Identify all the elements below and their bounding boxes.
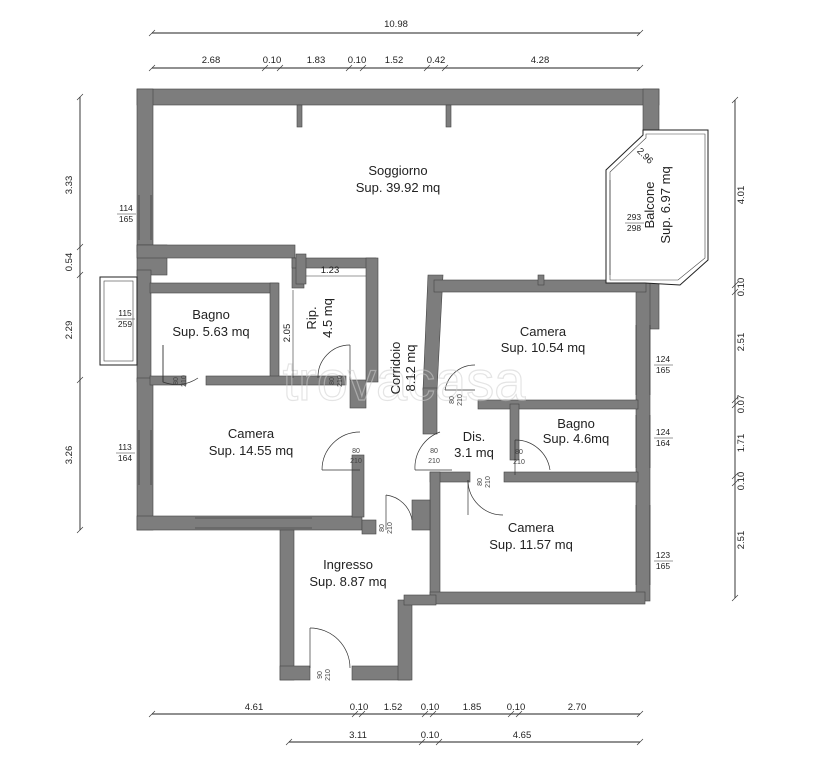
- door-bagno-w: 80: [173, 377, 180, 385]
- watermark: trovacasa: [283, 349, 527, 412]
- door-bagno2-w: 80: [515, 449, 523, 456]
- room-bagno2-name: Bagno: [557, 416, 595, 431]
- win-balcone-top: 293: [627, 212, 641, 222]
- dim-right-2: 0.10: [736, 278, 747, 297]
- dim-right-6: 0.10: [736, 472, 747, 491]
- room-corridoio-name: Corridoio: [388, 342, 403, 395]
- door-ingresso-h: 210: [387, 522, 394, 534]
- window-labels: 114 165 115 259 113 164 293 298 124 165 …: [116, 203, 673, 571]
- dim-left-3: 2.29: [64, 321, 75, 340]
- room-bagno1-area: Sup. 5.63 mq: [172, 324, 249, 339]
- room-corridoio-area: 8.12 mq: [403, 345, 418, 392]
- win-soggiorno-top: 114: [119, 203, 133, 213]
- win-camera-se-bottom: 165: [656, 561, 670, 571]
- dim-bottom-7: 2.70: [568, 702, 587, 713]
- dim-bottom-2: 0.10: [350, 702, 369, 713]
- room-ingresso-name: Ingresso: [323, 557, 373, 572]
- door-swings: [162, 344, 551, 669]
- win-camera-ne-top: 124: [656, 354, 670, 364]
- room-camera-ne-name: Camera: [520, 324, 567, 339]
- door-bagno2-h: 210: [513, 459, 525, 466]
- dim-top-2: 0.10: [263, 55, 282, 66]
- dim-left-1: 3.33: [64, 176, 75, 195]
- door-camera-se-h: 210: [485, 476, 492, 488]
- dim-top-3: 1.83: [307, 55, 326, 66]
- dim-top-total: 10.98: [384, 19, 408, 30]
- windows: [138, 195, 651, 585]
- door-camera-w-w: 80: [352, 448, 360, 455]
- room-bagno2-area: Sup. 4.6mq: [543, 431, 610, 446]
- left-balcony: [99, 276, 138, 366]
- door-corr-w: 80: [430, 448, 438, 455]
- win-camera-w-bottom: 164: [118, 453, 132, 463]
- room-labels: Soggiorno Sup. 39.92 mq Bagno Sup. 5.63 …: [172, 163, 673, 589]
- room-balcone-area: Sup. 6.97 mq: [658, 166, 673, 243]
- left-dimensions: 3.33 0.54 2.29 3.26: [64, 93, 84, 534]
- dim-bottom-6: 0.10: [507, 702, 526, 713]
- dim-right-1: 4.01: [736, 186, 747, 205]
- dim-top-1: 2.68: [202, 55, 221, 66]
- room-camera-w-area: Sup. 14.55 mq: [209, 443, 294, 458]
- right-dimensions: 4.01 0.10 2.51 0.07 1.71 0.10 2.51: [731, 96, 747, 602]
- door-camera-se-w: 80: [477, 478, 484, 486]
- door-rip-w: 80: [329, 377, 336, 385]
- dim-top-4: 0.10: [348, 55, 367, 66]
- win-bagno-bottom: 259: [118, 319, 132, 329]
- bottom-dimensions: 4.61 0.10 1.52 0.10 1.85 0.10 2.70 3.11 …: [148, 702, 644, 746]
- win-soggiorno-bottom: 165: [119, 214, 133, 224]
- win-camera-ne-bottom: 165: [656, 365, 670, 375]
- dim-bottom2-3: 4.65: [513, 730, 532, 741]
- walls: [136, 88, 660, 681]
- room-camera-se-name: Camera: [508, 520, 555, 535]
- room-dis-name: Dis.: [463, 429, 485, 444]
- dim-bottom-5: 1.85: [463, 702, 482, 713]
- room-rip-name: Rip.: [304, 306, 319, 329]
- dim-rip-width: 1.23: [321, 265, 340, 276]
- door-bagno-h: 210: [181, 375, 188, 387]
- room-ingresso-area: Sup. 8.87 mq: [309, 574, 386, 589]
- room-soggiorno-area: Sup. 39.92 mq: [356, 180, 441, 195]
- dim-left-4: 3.26: [64, 446, 75, 465]
- win-bagno2-top: 124: [656, 427, 670, 437]
- dim-top-6: 0.42: [427, 55, 446, 66]
- top-dimensions: 10.98 2.68 0.10 1.83 0.10 1.52 0.42 4.28: [148, 19, 644, 72]
- room-soggiorno-name: Soggiorno: [368, 163, 427, 178]
- win-camera-w-top: 113: [118, 442, 132, 452]
- dim-rip-depth: 2.05: [282, 324, 293, 343]
- dim-bottom-3: 1.52: [384, 702, 403, 713]
- door-labels: 80 210 80 210 80 210 80 210 80 210 80 21…: [173, 375, 525, 681]
- door-ingresso-w: 80: [379, 524, 386, 532]
- room-camera-w-name: Camera: [228, 426, 275, 441]
- door-dis-h: 210: [457, 394, 464, 406]
- door-corr-h: 210: [428, 458, 440, 465]
- dim-left-2: 0.54: [64, 253, 75, 272]
- room-balcone-name: Balcone: [642, 182, 657, 229]
- dim-right-5: 1.71: [736, 434, 747, 453]
- dim-bottom2-1: 3.11: [349, 730, 367, 741]
- door-dis-w: 80: [449, 396, 456, 404]
- win-camera-se-top: 123: [656, 550, 670, 560]
- room-bagno1-name: Bagno: [192, 307, 230, 322]
- dim-right-7: 2.51: [736, 531, 747, 550]
- dim-bottom2-2: 0.10: [421, 730, 440, 741]
- win-bagno2-bottom: 164: [656, 438, 670, 448]
- dim-bottom-1: 4.61: [245, 702, 264, 713]
- win-balcone-bottom: 298: [627, 223, 641, 233]
- door-entry-h: 210: [325, 669, 332, 681]
- dim-right-4: 0.07: [736, 395, 747, 414]
- room-dis-area: 3.1 mq: [454, 445, 494, 460]
- dim-right-3: 2.51: [736, 333, 747, 352]
- door-entry-w: 90: [317, 671, 324, 679]
- door-camera-w-h: 210: [350, 458, 362, 465]
- room-rip-area: 4.5 mq: [320, 298, 335, 338]
- dim-bottom-4: 0.10: [421, 702, 440, 713]
- door-rip-h: 210: [337, 375, 344, 387]
- win-bagno-top: 115: [118, 308, 132, 318]
- right-balcone: [605, 129, 709, 286]
- room-camera-se-area: Sup. 11.57 mq: [489, 537, 573, 552]
- room-camera-ne-area: Sup. 10.54 mq: [501, 340, 586, 355]
- dim-top-7: 4.28: [531, 55, 550, 66]
- dim-top-5: 1.52: [385, 55, 404, 66]
